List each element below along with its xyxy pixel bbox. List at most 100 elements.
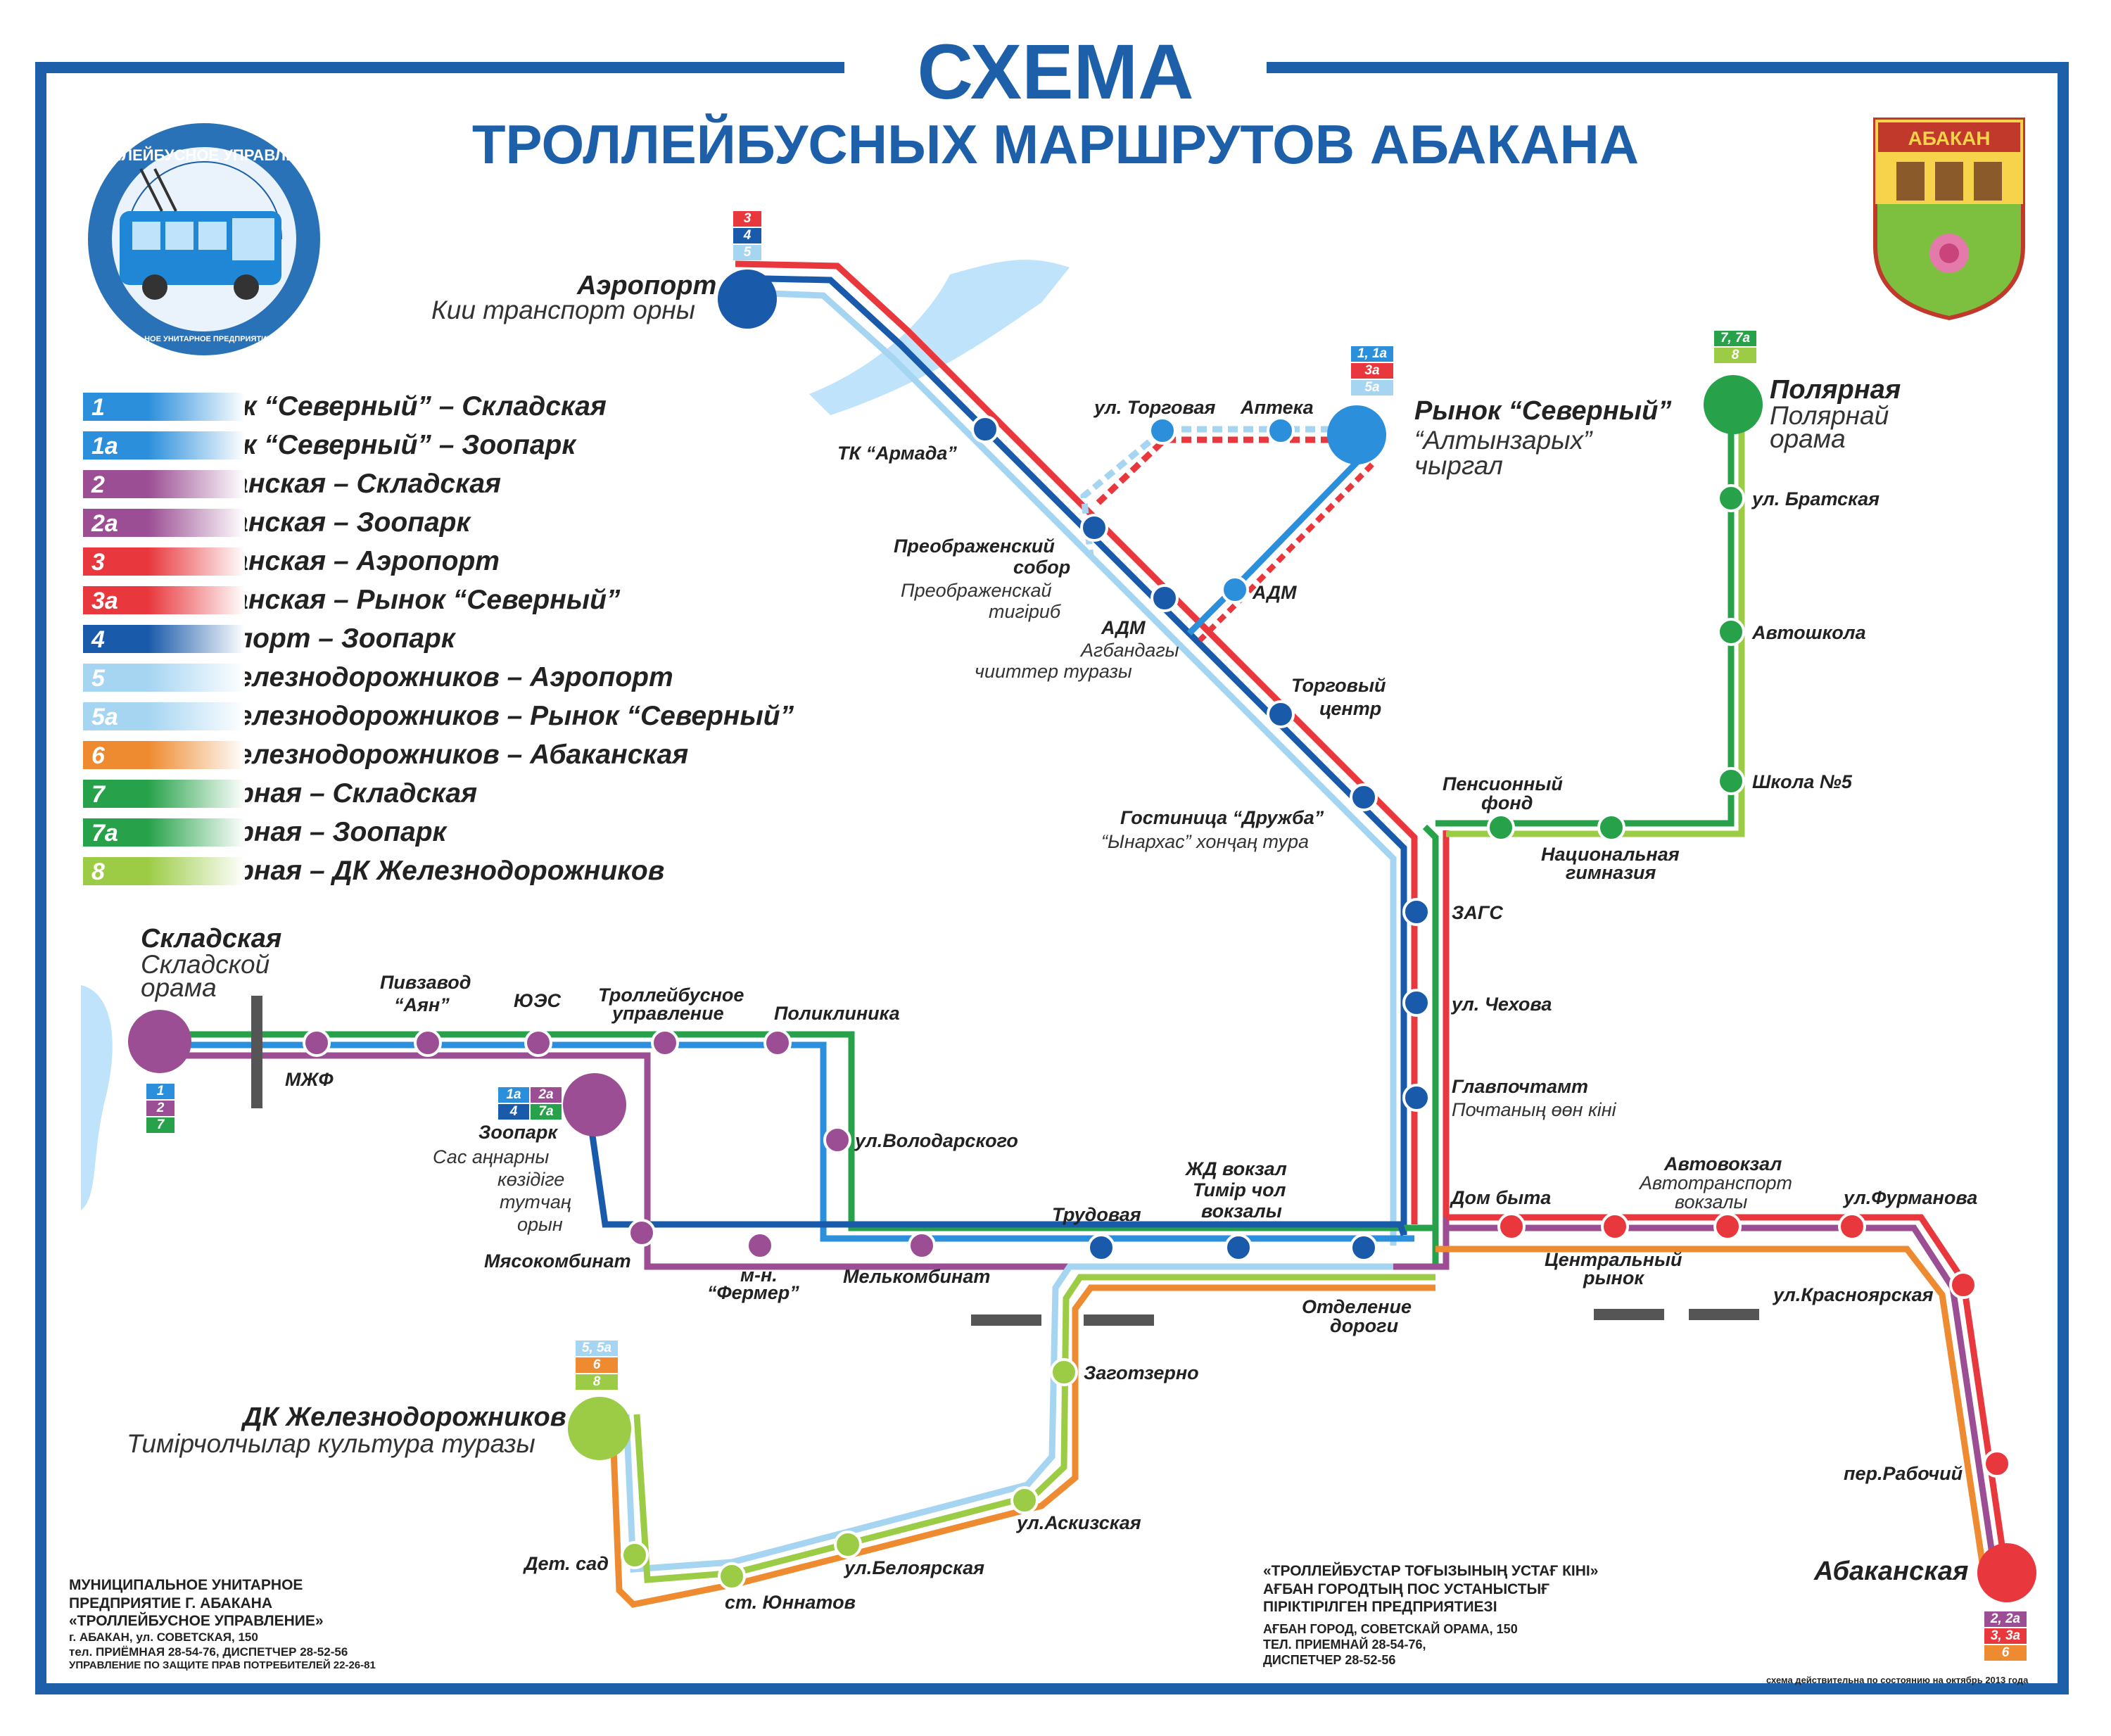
terminal-skladskaya[interactable] [128,1010,191,1073]
station-stop[interactable] [908,1231,936,1260]
station-stop[interactable] [1402,989,1431,1017]
station-stop[interactable] [1838,1212,1866,1241]
legend-route-number: 5а [91,704,118,730]
terminal-rynok-severny[interactable] [1327,405,1386,464]
route-badge: 2, 2а [1984,1611,2027,1627]
terminal-abakanskaya[interactable] [1977,1543,2036,1602]
station-stop[interactable] [1713,1212,1742,1241]
station-label-preobr2: собор [1013,557,1071,578]
station-label-armada: ТК “Армада” [837,443,957,464]
station-stop[interactable] [1717,618,1745,646]
footer-right-line: АҒБАН ГОРОДТЫҢ ПОС УСТАНЫСТЫҒ [1263,1580,1550,1597]
station-stop[interactable] [718,1562,746,1590]
route-badge: 3, 3а [1984,1628,2027,1644]
legend-route-number: 4 [91,626,105,653]
station-stop[interactable] [1050,1358,1078,1386]
trolleybus-icon: ТРОЛЛЕЙБУСНОЕ УПРАВЛЕНИЕ МУНИЦИПАЛЬНОЕ У… [80,123,329,355]
station-label-trudovaya: Трудовая [1052,1204,1141,1225]
station-stop[interactable] [1402,1084,1431,1112]
station-label-adm_k2: чииттер туразы [975,661,1132,682]
station-stop[interactable] [1221,576,1249,604]
station-label-gimn1: Национальная [1541,844,1680,865]
terminal-zoopark-alt4: орын [517,1214,563,1235]
station-stop[interactable] [1267,700,1295,728]
footer-right-line: «ТРОЛЛЕЙБУСТАР ТОҒЫЗЫНЫҢ УСТАҒ КІНІ» [1263,1563,1599,1579]
station-stop[interactable] [971,415,999,443]
station-stop[interactable] [1597,813,1625,842]
station-label-adm_k1: Агбандагы [1081,640,1179,661]
footer-left-line: МУНИЦИПАЛЬНОЕ УНИТАРНОЕ [69,1577,303,1593]
station-stop[interactable] [414,1029,442,1057]
station-label-pivzavod1: Пивзавод [380,972,471,993]
route-badge: 1, 1а [1351,346,1393,362]
station-stop[interactable] [1717,484,1745,512]
station-stop[interactable] [746,1231,774,1260]
route-line-4 [844,1221,1407,1236]
station-stop[interactable] [1087,1234,1115,1262]
station-stop[interactable] [1350,783,1378,811]
footer-left-line: ПРЕДПРИЯТИЕ Г. АБАКАНА [69,1595,273,1611]
station-label-pension1: Пенсионный [1443,773,1563,794]
legend-color-chip: 1 [83,393,245,421]
station-label-apteka: Аптека [1241,397,1314,418]
station-label-melkomb: Мелькомбинат [843,1266,991,1287]
station-stop[interactable] [1402,898,1431,926]
route-line-7 [165,1031,1435,1231]
station-label-furmanova: ул.Фурманова [1844,1187,1978,1208]
station-stop[interactable] [621,1541,649,1569]
station-label-beloyarskaya: ул.Белоярская [844,1557,985,1578]
terminal-dk[interactable] [568,1397,631,1460]
station-label-zags: ЗАГС [1452,902,1503,923]
legend-route-number: 6 [91,742,105,769]
legend-color-chip: 7а [83,818,245,847]
route-badge: 7а [531,1104,562,1120]
footer-left-line: г. АБАКАН, ул. СОВЕТСКАЯ, 150 [69,1630,258,1644]
terminal-airport[interactable] [718,270,777,329]
station-label-glavpocht: Главпочтамт [1452,1076,1589,1097]
terminal-skladskaya-label: Складская [141,924,282,953]
footer-right-line: АҒБАН ГОРОД, СОВЕТСКАЙ ОРАМА, 150 [1263,1621,1518,1636]
station-stop[interactable] [524,1029,552,1057]
terminal-skladskaya-alt1: Складской [141,950,270,979]
legend-color-chip: 2а [83,509,245,537]
station-label-rabochiy: пер.Рабочий [1844,1463,1963,1484]
station-stop[interactable] [1150,584,1179,612]
station-stop[interactable] [303,1029,331,1057]
station-stop[interactable] [1601,1212,1629,1241]
station-stop[interactable] [1487,813,1515,842]
legend-route-number: 3 [91,549,105,576]
legend-route-number: 8 [91,859,105,885]
route-line-6 [1435,1246,1988,1577]
station-stop[interactable] [1350,1234,1378,1262]
station-stop[interactable] [763,1029,792,1057]
station-label-tc1: Торговый [1291,675,1386,696]
station-stop[interactable] [1010,1486,1039,1514]
station-stop[interactable] [1080,514,1108,542]
station-stop[interactable] [1497,1212,1526,1241]
station-stop[interactable] [1949,1271,1977,1299]
station-stop[interactable] [1148,417,1177,445]
route-badge: 5 [733,245,761,260]
station-label-pension2: фонд [1481,792,1533,813]
station-stop[interactable] [1267,417,1295,445]
station-stop[interactable] [1983,1450,2011,1478]
station-stop[interactable] [1717,767,1745,795]
station-stop[interactable] [628,1219,656,1247]
terminal-zoopark[interactable] [563,1073,626,1136]
route-line-7 [1435,394,1735,827]
legend-route-text: ДК Железнодорожников – Рынок “Северный” [167,701,794,731]
station-stop[interactable] [651,1029,679,1057]
station-stop[interactable] [1224,1234,1253,1262]
station-label-centr1: Центральный [1545,1249,1682,1270]
station-stop[interactable] [823,1126,851,1154]
station-label-otd1: Отделение [1302,1296,1412,1317]
station-label-avtovokzal_k1: Автотранспорт [1640,1172,1792,1193]
footer-left-line: тел. ПРИЁМНАЯ 28-54-76, ДИСПЕТЧЕР 28-52-… [69,1645,348,1659]
terminal-polyarnaya[interactable] [1704,375,1763,434]
station-stop[interactable] [834,1531,862,1559]
station-label-mzhf: МЖФ [285,1069,334,1090]
